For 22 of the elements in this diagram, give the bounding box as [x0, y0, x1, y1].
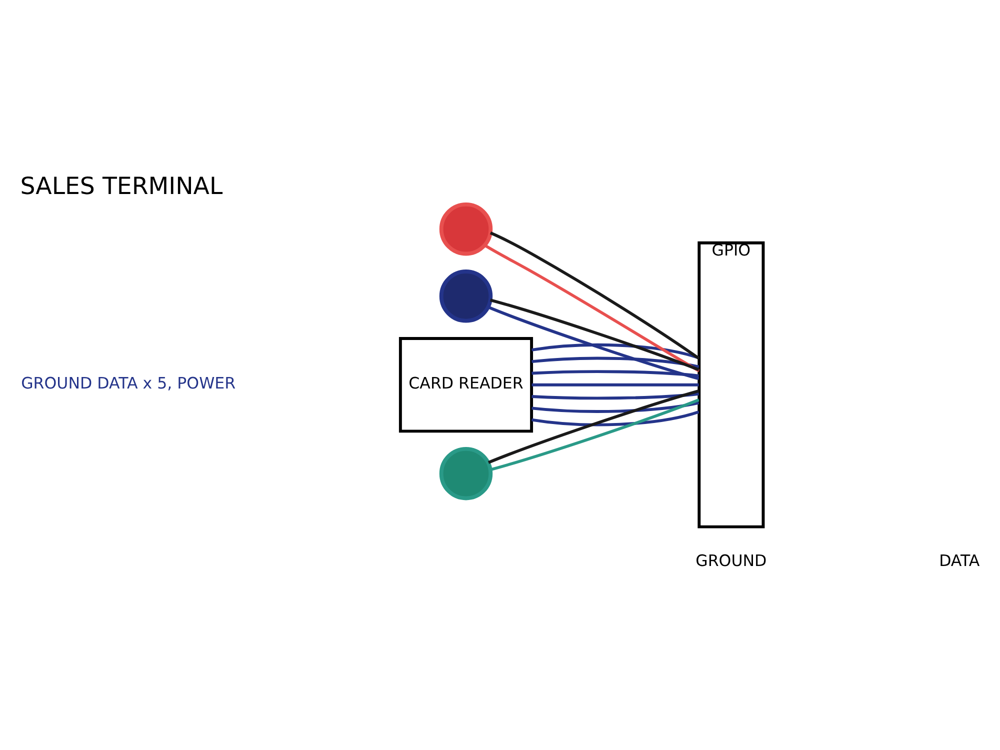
node-box: CARD READER: [398, 336, 534, 432]
connector: [532, 400, 700, 412]
node-circle: [439, 446, 493, 500]
legend-label: GROUND: [696, 550, 767, 570]
node-circle: [439, 202, 493, 256]
node-box: GPIO: [698, 240, 765, 528]
connector: [532, 370, 699, 377]
legend-label: DATA: [939, 550, 980, 570]
label: GROUND DATA x 5, POWER: [21, 373, 236, 392]
connector: [488, 305, 700, 380]
connector: [490, 298, 700, 371]
connector: [532, 343, 700, 359]
diagram-title: SALES TERMINAL: [20, 171, 223, 200]
connector: [532, 410, 700, 426]
connector: [488, 389, 700, 464]
connector: [484, 243, 700, 372]
connector: [532, 356, 700, 368]
connector: [490, 231, 700, 360]
connector: [532, 382, 699, 386]
node-circle: [439, 269, 493, 322]
connector: [532, 392, 699, 400]
connector: [490, 398, 700, 471]
